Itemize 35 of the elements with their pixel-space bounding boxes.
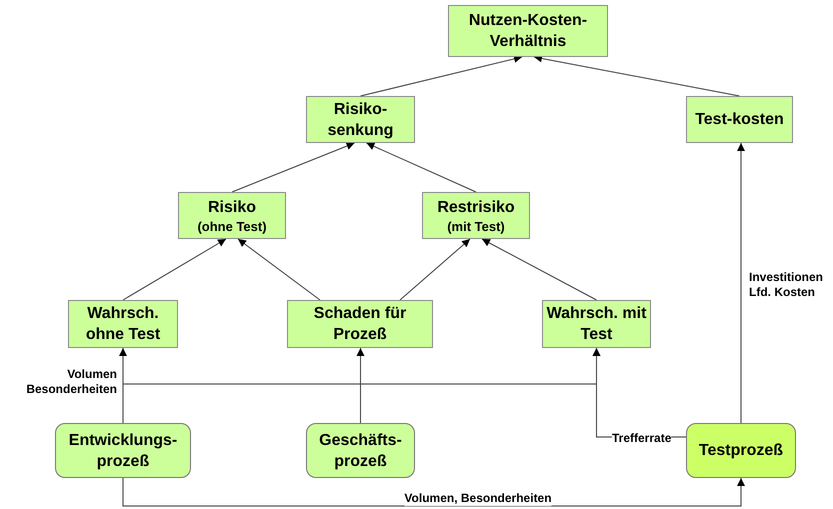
node-title: Schaden für Prozeß (312, 304, 408, 345)
node-title: Entwicklungs-prozeß (68, 430, 178, 472)
concept-box (287, 300, 433, 348)
node-subtitle: (ohne Test) (197, 218, 267, 234)
concept-box (448, 5, 608, 57)
concept-box (422, 192, 530, 239)
arrow (400, 238, 470, 300)
node-title: Nutzen-Kosten-Verhältnis (468, 11, 588, 52)
arrow (356, 348, 364, 424)
node-title: Test-kosten (695, 110, 784, 130)
node-title: Wahrsch. ohne Test (84, 304, 162, 345)
node-title: Wahrsch. mit Test (546, 304, 648, 345)
arrow (360, 55, 522, 96)
arrow (232, 142, 355, 192)
arrow (366, 142, 476, 192)
concept-box (178, 192, 286, 239)
arrow (482, 238, 597, 300)
concept-box (686, 96, 793, 143)
node-title: Geschäfts-prozeß (318, 430, 403, 472)
node-title: Testprozeß (698, 441, 784, 461)
process-box (686, 423, 796, 478)
arrow (238, 238, 320, 300)
node-title: Risiko (208, 198, 256, 218)
arrow (122, 478, 745, 506)
arrow (122, 238, 226, 300)
process-box (306, 423, 415, 478)
concept-box (68, 300, 178, 348)
arrow (534, 54, 740, 96)
edge-label: Volumen, Besonderheiten (404, 491, 552, 506)
process-box (55, 423, 191, 478)
concept-box (306, 96, 415, 143)
node-subtitle: (mit Test) (447, 218, 505, 234)
node-title: Risiko-senkung (326, 100, 394, 140)
arrow (737, 142, 745, 424)
node-title: Restrisiko (437, 198, 515, 218)
